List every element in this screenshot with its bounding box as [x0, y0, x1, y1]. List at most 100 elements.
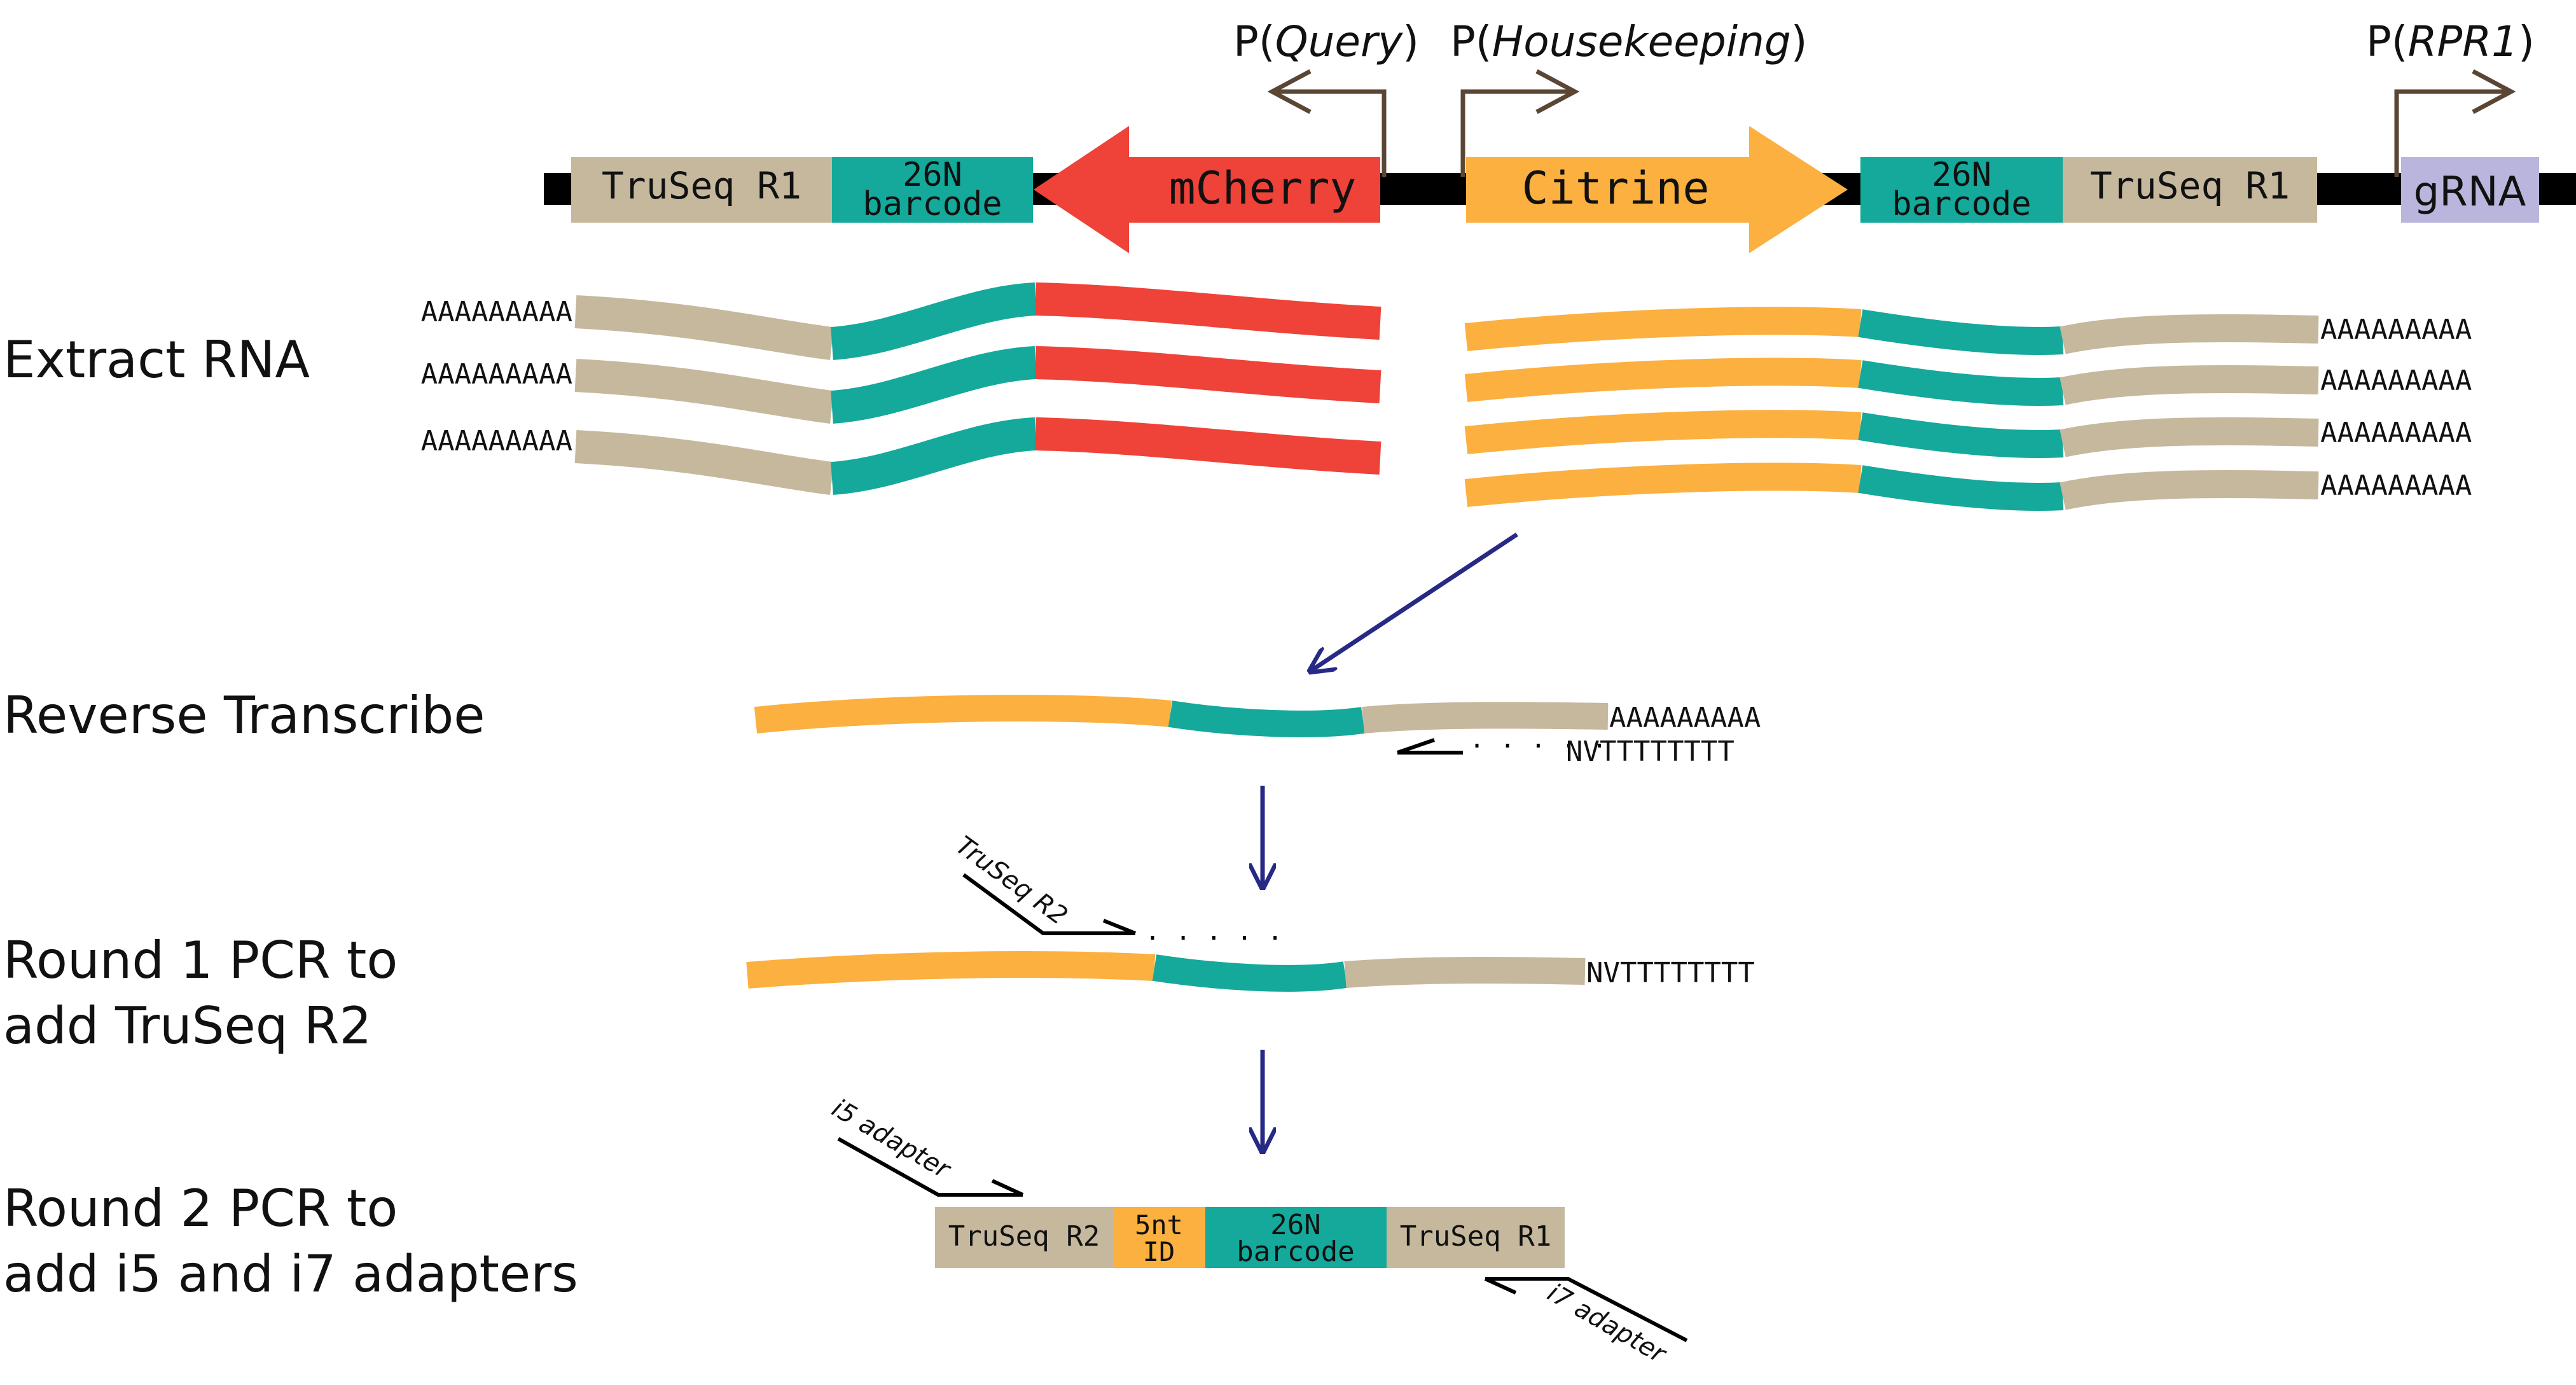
i7-primer-arrow [1484, 1277, 1688, 1342]
promoter-rpr1-name: RPR1 [2408, 17, 2519, 66]
promoter-rpr1: P(RPR1) [2366, 17, 2535, 177]
step-reverse-transcribe: Reverse Transcribe [3, 686, 485, 745]
promoter-query-arrow [1267, 69, 1387, 177]
mcherry-transcripts: AAAAAAAAA AAAAAAAAA AAAAAAAAA [421, 282, 1381, 495]
construct: TruSeq R1 26N barcode mCherry Citrine 26… [544, 126, 2576, 253]
citrine-transcript: AAAAAAAAA [1464, 410, 2472, 458]
promoter-housekeeping-suffix: ) [1791, 17, 1808, 66]
final-barcode-label-line1: 26N [1270, 1209, 1320, 1241]
truseq-r1-right-label: TruSeq R1 [2090, 164, 2290, 207]
promoter-query-prefix: P( [1233, 17, 1275, 66]
promoter-query-name: Query [1275, 17, 1404, 66]
grna-rect [2401, 157, 2539, 223]
i5-primer-label: i5 adapter [827, 1094, 956, 1185]
final-truseq-r2-label: TruSeq R2 [948, 1220, 1100, 1253]
promoter-rpr1-arrow [2394, 69, 2516, 177]
promoter-housekeeping: P(Housekeeping) [1450, 17, 1808, 177]
transcript-truseq-segment [574, 430, 834, 495]
transcript-barcode-segment [1858, 360, 2064, 406]
transcript-mcherry-segment [1035, 346, 1381, 403]
transcript-polya: AAAAAAAAA [2320, 417, 2472, 449]
final-id-label-line2: ID [1143, 1236, 1175, 1267]
promoter-rpr1-prefix: P( [2366, 17, 2408, 66]
promoter-query: P(Query) [1233, 17, 1419, 177]
transcript-citrine-segment [1464, 463, 1862, 507]
final-id-label-line1: 5nt [1135, 1209, 1183, 1241]
grna-block: gRNA [2401, 157, 2539, 223]
rt-primer-dots: · · · · · [1469, 732, 1607, 761]
mcherry-label: mCherry [1168, 162, 1356, 214]
promoter-housekeeping-label: P(Housekeeping) [1450, 17, 1808, 66]
transcript-citrine-segment [1464, 410, 1862, 454]
transcript-barcode-segment [1858, 412, 2064, 458]
i5-adapter-primer: i5 adapter [827, 1094, 1024, 1197]
truseq-r1-right-rect [2063, 157, 2317, 223]
transcript-truseq-segment [2060, 470, 2319, 510]
promoter-housekeeping-arrow [1460, 69, 1580, 177]
transcript-barcode-segment [830, 417, 1037, 495]
transcript-citrine-segment [1464, 307, 1862, 351]
transcript-mcherry-segment [1035, 417, 1381, 475]
transcript-truseq-segment [2060, 417, 2319, 457]
final-truseq-r2-rect [935, 1207, 1113, 1268]
i5-primer-arrow [837, 1137, 1024, 1197]
flow-arrow-to-rt [1310, 532, 1518, 671]
mcherry-arrow [1034, 126, 1380, 253]
pcr1-truseq-segment [1344, 956, 1586, 988]
promoter-housekeeping-name: Housekeeping [1492, 17, 1791, 66]
pcr1-primer-arrow [962, 873, 1137, 935]
transcript-polya: AAAAAAAAA [2320, 314, 2472, 346]
promoter-rpr1-suffix: ) [2518, 17, 2535, 66]
transcript-truseq-segment [2060, 365, 2319, 405]
transcript-polya: AAAAAAAAA [2320, 470, 2472, 502]
transcript-polya: AAAAAAAAA [421, 425, 572, 457]
transcript-truseq-segment [2060, 314, 2319, 354]
promoter-query-suffix: ) [1402, 17, 1419, 66]
step-round1-line1: Round 1 PCR to [3, 931, 398, 990]
mcherry-transcript: AAAAAAAAA [421, 282, 1381, 360]
mcherry-transcript: AAAAAAAAA [421, 417, 1381, 495]
flow-arrows [1263, 532, 1518, 1152]
rt-primer-label: NVTTTTTTTT [1566, 735, 1735, 768]
citrine-arrow [1466, 126, 1848, 253]
truseq-r1-left-rect [571, 157, 832, 223]
barcode-right-label-line1: 26N [1932, 156, 1991, 194]
i7-adapter-primer: i7 adapter [1484, 1277, 1688, 1370]
final-barcode-rect [1205, 1207, 1387, 1268]
citrine-transcripts: AAAAAAAAA AAAAAAAAA AAAAAAAAA AAAAAAAAA [1464, 307, 2472, 511]
transcript-polya: AAAAAAAAA [2320, 365, 2472, 397]
barcode-right-block: 26N barcode [1860, 156, 2063, 223]
barcode-right-label-line2: barcode [1892, 185, 2031, 223]
pcr1-citrine-segment [746, 951, 1156, 989]
truseq-r1-left-block: TruSeq R1 [571, 157, 832, 223]
barcode-left-label-line2: barcode [862, 185, 1002, 223]
transcript-barcode-segment [1858, 309, 2064, 355]
final-id-rect [1113, 1207, 1205, 1268]
rt-primer-arrow [1397, 738, 1463, 755]
step-extract-rna: Extract RNA [3, 330, 310, 389]
barcode-left-label-line1: 26N [903, 156, 962, 194]
promoter-query-label: P(Query) [1233, 17, 1419, 66]
final-truseq-r1-label: TruSeq R1 [1400, 1220, 1551, 1253]
barcode-left-rect [832, 157, 1033, 223]
rt-polya: AAAAAAAAA [1609, 702, 1761, 734]
rt-truseq-segment [1362, 702, 1609, 734]
step-round2-line2: add i5 and i7 adapters [3, 1244, 578, 1304]
citrine-transcript: AAAAAAAAA [1464, 307, 2472, 355]
rt-barcode-segment [1168, 700, 1365, 737]
transcript-mcherry-segment [1035, 282, 1381, 340]
citrine-transcript: AAAAAAAAA [1464, 358, 2472, 406]
pcr1-primer-dots: · · · · · [1145, 924, 1283, 953]
transcript-citrine-segment [1464, 358, 1862, 402]
step-round2-line1: Round 2 PCR to [3, 1179, 398, 1238]
final-truseq-r1-rect [1387, 1207, 1565, 1268]
pcr1-barcode-segment [1152, 954, 1348, 992]
transcript-barcode-segment [830, 282, 1037, 360]
mcherry-gene: mCherry [1034, 126, 1380, 253]
grna-label: gRNA [2414, 169, 2526, 216]
transcript-truseq-segment [574, 359, 834, 424]
barcode-left-block: 26N barcode [832, 156, 1033, 223]
pcr1-truseq-r2-primer: TruSeq R2 · · · · · [950, 831, 1283, 953]
